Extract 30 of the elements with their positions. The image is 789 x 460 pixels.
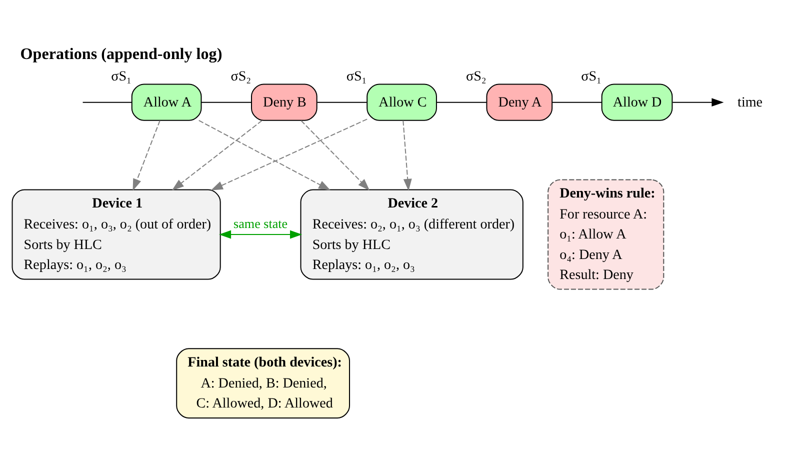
- arrow: [672, 98, 724, 106]
- arrow: [210, 118, 368, 190]
- node-box: Deny B: [251, 83, 318, 120]
- arrow: [198, 120, 331, 190]
- node-box: Device 1 Receives: o₁, o₃, o₂ (out of order) Sorts by HLC Replays: o₁, o₂, o₃: [12, 188, 221, 280]
- arrow: [402, 120, 412, 191]
- node-label: σS₁: [111, 68, 132, 84]
- node-box: Deny-wins rule: For resource A: o₁: Allow A o₄: Deny A Result: Deny: [548, 178, 664, 290]
- diagram-title: Operations (append-only log): [20, 45, 222, 62]
- node-box: Deny A: [486, 83, 553, 120]
- node-label: σS₁: [581, 68, 602, 84]
- node-text: time: [738, 94, 763, 110]
- connector: [317, 101, 367, 102]
- node-box: Final state (both devices): A: Denied, B: Denied, C: Allowed, D: Allowed: [176, 348, 350, 418]
- edge-label: same state: [234, 215, 288, 230]
- arrow: [172, 120, 262, 190]
- node-box: Allow A: [131, 83, 202, 120]
- connector: [201, 101, 252, 102]
- node-box: Allow C: [366, 83, 437, 120]
- node-label: σS₁: [346, 68, 367, 84]
- connector: [436, 101, 486, 102]
- connector: [552, 101, 602, 102]
- arrow: [218, 230, 302, 238]
- arrow: [132, 120, 160, 190]
- node-label: σS₂: [230, 68, 252, 84]
- node-box: Allow D: [601, 83, 673, 120]
- node-label: σS₂: [466, 68, 486, 84]
- connector: [82, 101, 132, 102]
- node-box: Device 2 Receives: o₂, o₁, o₃ (different order) Sorts by HLC Replays: o₁, o₂, o₃: [300, 188, 524, 280]
- arrow: [300, 120, 370, 190]
